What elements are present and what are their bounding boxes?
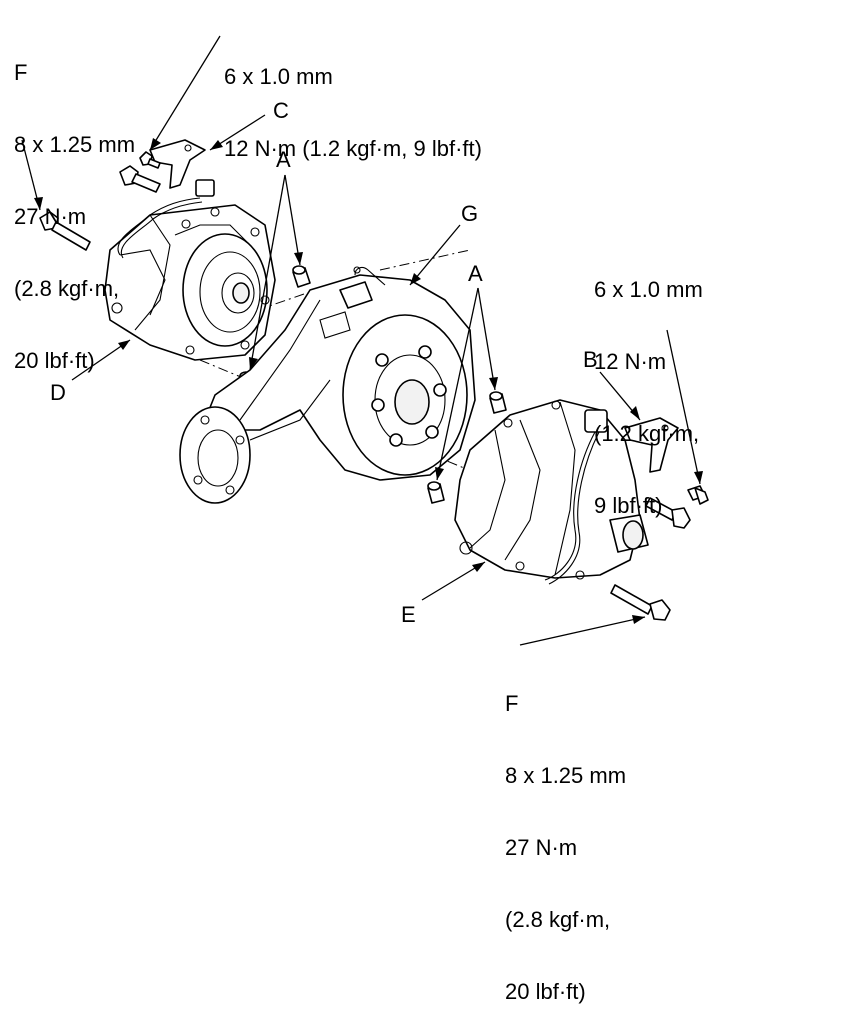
spec-line: 8 x 1.25 mm <box>14 132 136 157</box>
dowel-pin-left-upper <box>292 265 311 288</box>
spec-line: 20 lbf·ft) <box>505 979 586 1004</box>
spec-line: 12 N·m (1.2 kgf·m, 9 lbf·ft) <box>224 136 482 161</box>
spec-line: 6 x 1.0 mm <box>594 277 703 302</box>
spec-line: 9 lbf·ft) <box>594 493 663 518</box>
housing-d <box>104 179 276 361</box>
spec-line: 27 N·m <box>14 204 87 229</box>
spec-top-center: 6 x 1.0 mm 12 N·m (1.2 kgf·m, 9 lbf·ft) <box>224 17 482 185</box>
callout-a-right: A <box>468 261 483 286</box>
callout-d: D <box>50 380 66 405</box>
leader-lines <box>21 35 703 646</box>
carrier-g <box>179 266 476 504</box>
spec-line: 8 x 1.25 mm <box>505 763 627 788</box>
bracket-b <box>624 417 679 473</box>
dowel-pin-right-lower <box>427 481 445 504</box>
spec-line: (2.8 kgf·m, <box>505 907 611 932</box>
spec-line: (1.2 kgf·m, <box>594 421 700 446</box>
spec-letter: F <box>505 691 519 716</box>
bolt-right-long <box>645 497 691 529</box>
callout-c: C <box>273 98 289 123</box>
callout-b: B <box>583 347 598 372</box>
callout-e: E <box>401 602 416 627</box>
dowel-pin-right-upper <box>489 391 507 414</box>
bolt-right-small <box>687 485 709 505</box>
bolt-f-left <box>39 211 91 251</box>
bolt-upper-long <box>119 165 161 193</box>
spec-line: 20 lbf·ft) <box>14 348 95 373</box>
bolt-upper-small <box>139 151 161 169</box>
bolt-f-right <box>610 584 671 621</box>
callout-g: G <box>461 201 479 226</box>
spec-top-left: F 8 x 1.25 mm 27 N·m (2.8 kgf·m, 20 lbf·… <box>14 13 135 397</box>
exploded-view-drawing <box>21 35 709 646</box>
callout-a-top: A <box>276 147 291 172</box>
spec-line: (2.8 kgf·m, <box>14 276 120 301</box>
spec-line: 6 x 1.0 mm <box>224 64 333 89</box>
spec-letter: F <box>14 60 28 85</box>
spec-bottom: F 8 x 1.25 mm 27 N·m (2.8 kgf·m, 20 lbf·… <box>505 644 626 1028</box>
spec-line: 12 N·m <box>594 349 667 374</box>
spec-right: 6 x 1.0 mm 12 N·m (1.2 kgf·m, 9 lbf·ft) <box>594 230 703 542</box>
spec-line: 27 N·m <box>505 835 578 860</box>
housing-e <box>454 399 649 585</box>
